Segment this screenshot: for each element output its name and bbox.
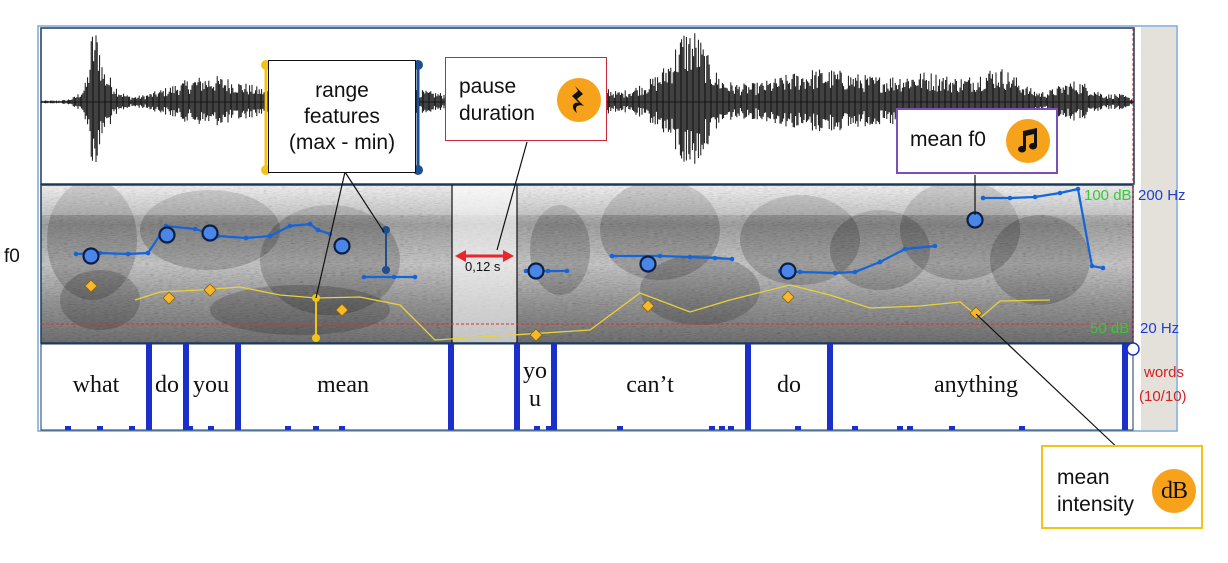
music-note-icon: [1006, 119, 1050, 163]
mean-intensity-markers: [84, 279, 983, 342]
mean-intensity-callout: mean intensity dB: [1041, 445, 1203, 529]
range-features-callout: range features (max - min): [268, 60, 416, 173]
word-tier-ticks: [65, 426, 1025, 430]
word-cant: can’t: [626, 372, 674, 398]
spectrogram: [41, 185, 1133, 343]
rest-note-icon: [557, 78, 601, 122]
word-do-2: do: [777, 372, 801, 398]
mean-intensity-callout-text: mean intensity: [1057, 466, 1135, 516]
db-icon: dB: [1152, 469, 1196, 513]
f0-axis-label: f0: [4, 246, 20, 267]
pause-duration-callout-text: pause duration: [459, 75, 535, 125]
pause-duration-callout: pause duration: [445, 57, 607, 141]
pause-duration-value: 0,12 s: [465, 259, 501, 274]
word-you-split: yo u: [523, 358, 547, 412]
tier-name-label: words: [1144, 364, 1185, 381]
word-boundaries: [146, 344, 1128, 430]
pitch-track: [73, 186, 1106, 280]
mean-f0-markers: [82, 211, 984, 280]
mean-f0-callout: mean f0: [896, 108, 1058, 174]
word-you: you: [193, 372, 229, 398]
hz-bottom-label: 20 Hz: [1140, 320, 1180, 337]
f0-range-min-dot: [382, 266, 390, 274]
word-do: do: [155, 372, 179, 398]
callout-leader-lines: [315, 141, 1123, 453]
right-gutter: [1141, 27, 1176, 430]
word-what: what: [72, 372, 120, 398]
db-bottom-label: 50 dB: [1090, 320, 1130, 337]
word-tier-panel: [40, 343, 1134, 431]
hz-top-label: 200 Hz: [1138, 187, 1186, 204]
pause-duration-arrow: [455, 250, 514, 262]
tier-count-label: (10/10): [1139, 388, 1187, 405]
db-icon-text: dB: [1160, 477, 1188, 504]
intensity-range-min-dot: [312, 334, 320, 342]
word-anything: anything: [934, 372, 1018, 398]
tier-end-marker: [1126, 342, 1140, 356]
word-mean: mean: [317, 372, 369, 398]
db-top-label: 100 dB: [1084, 187, 1132, 204]
intensity-curve: [134, 284, 1051, 341]
mean-f0-callout-text: mean f0: [910, 128, 986, 151]
